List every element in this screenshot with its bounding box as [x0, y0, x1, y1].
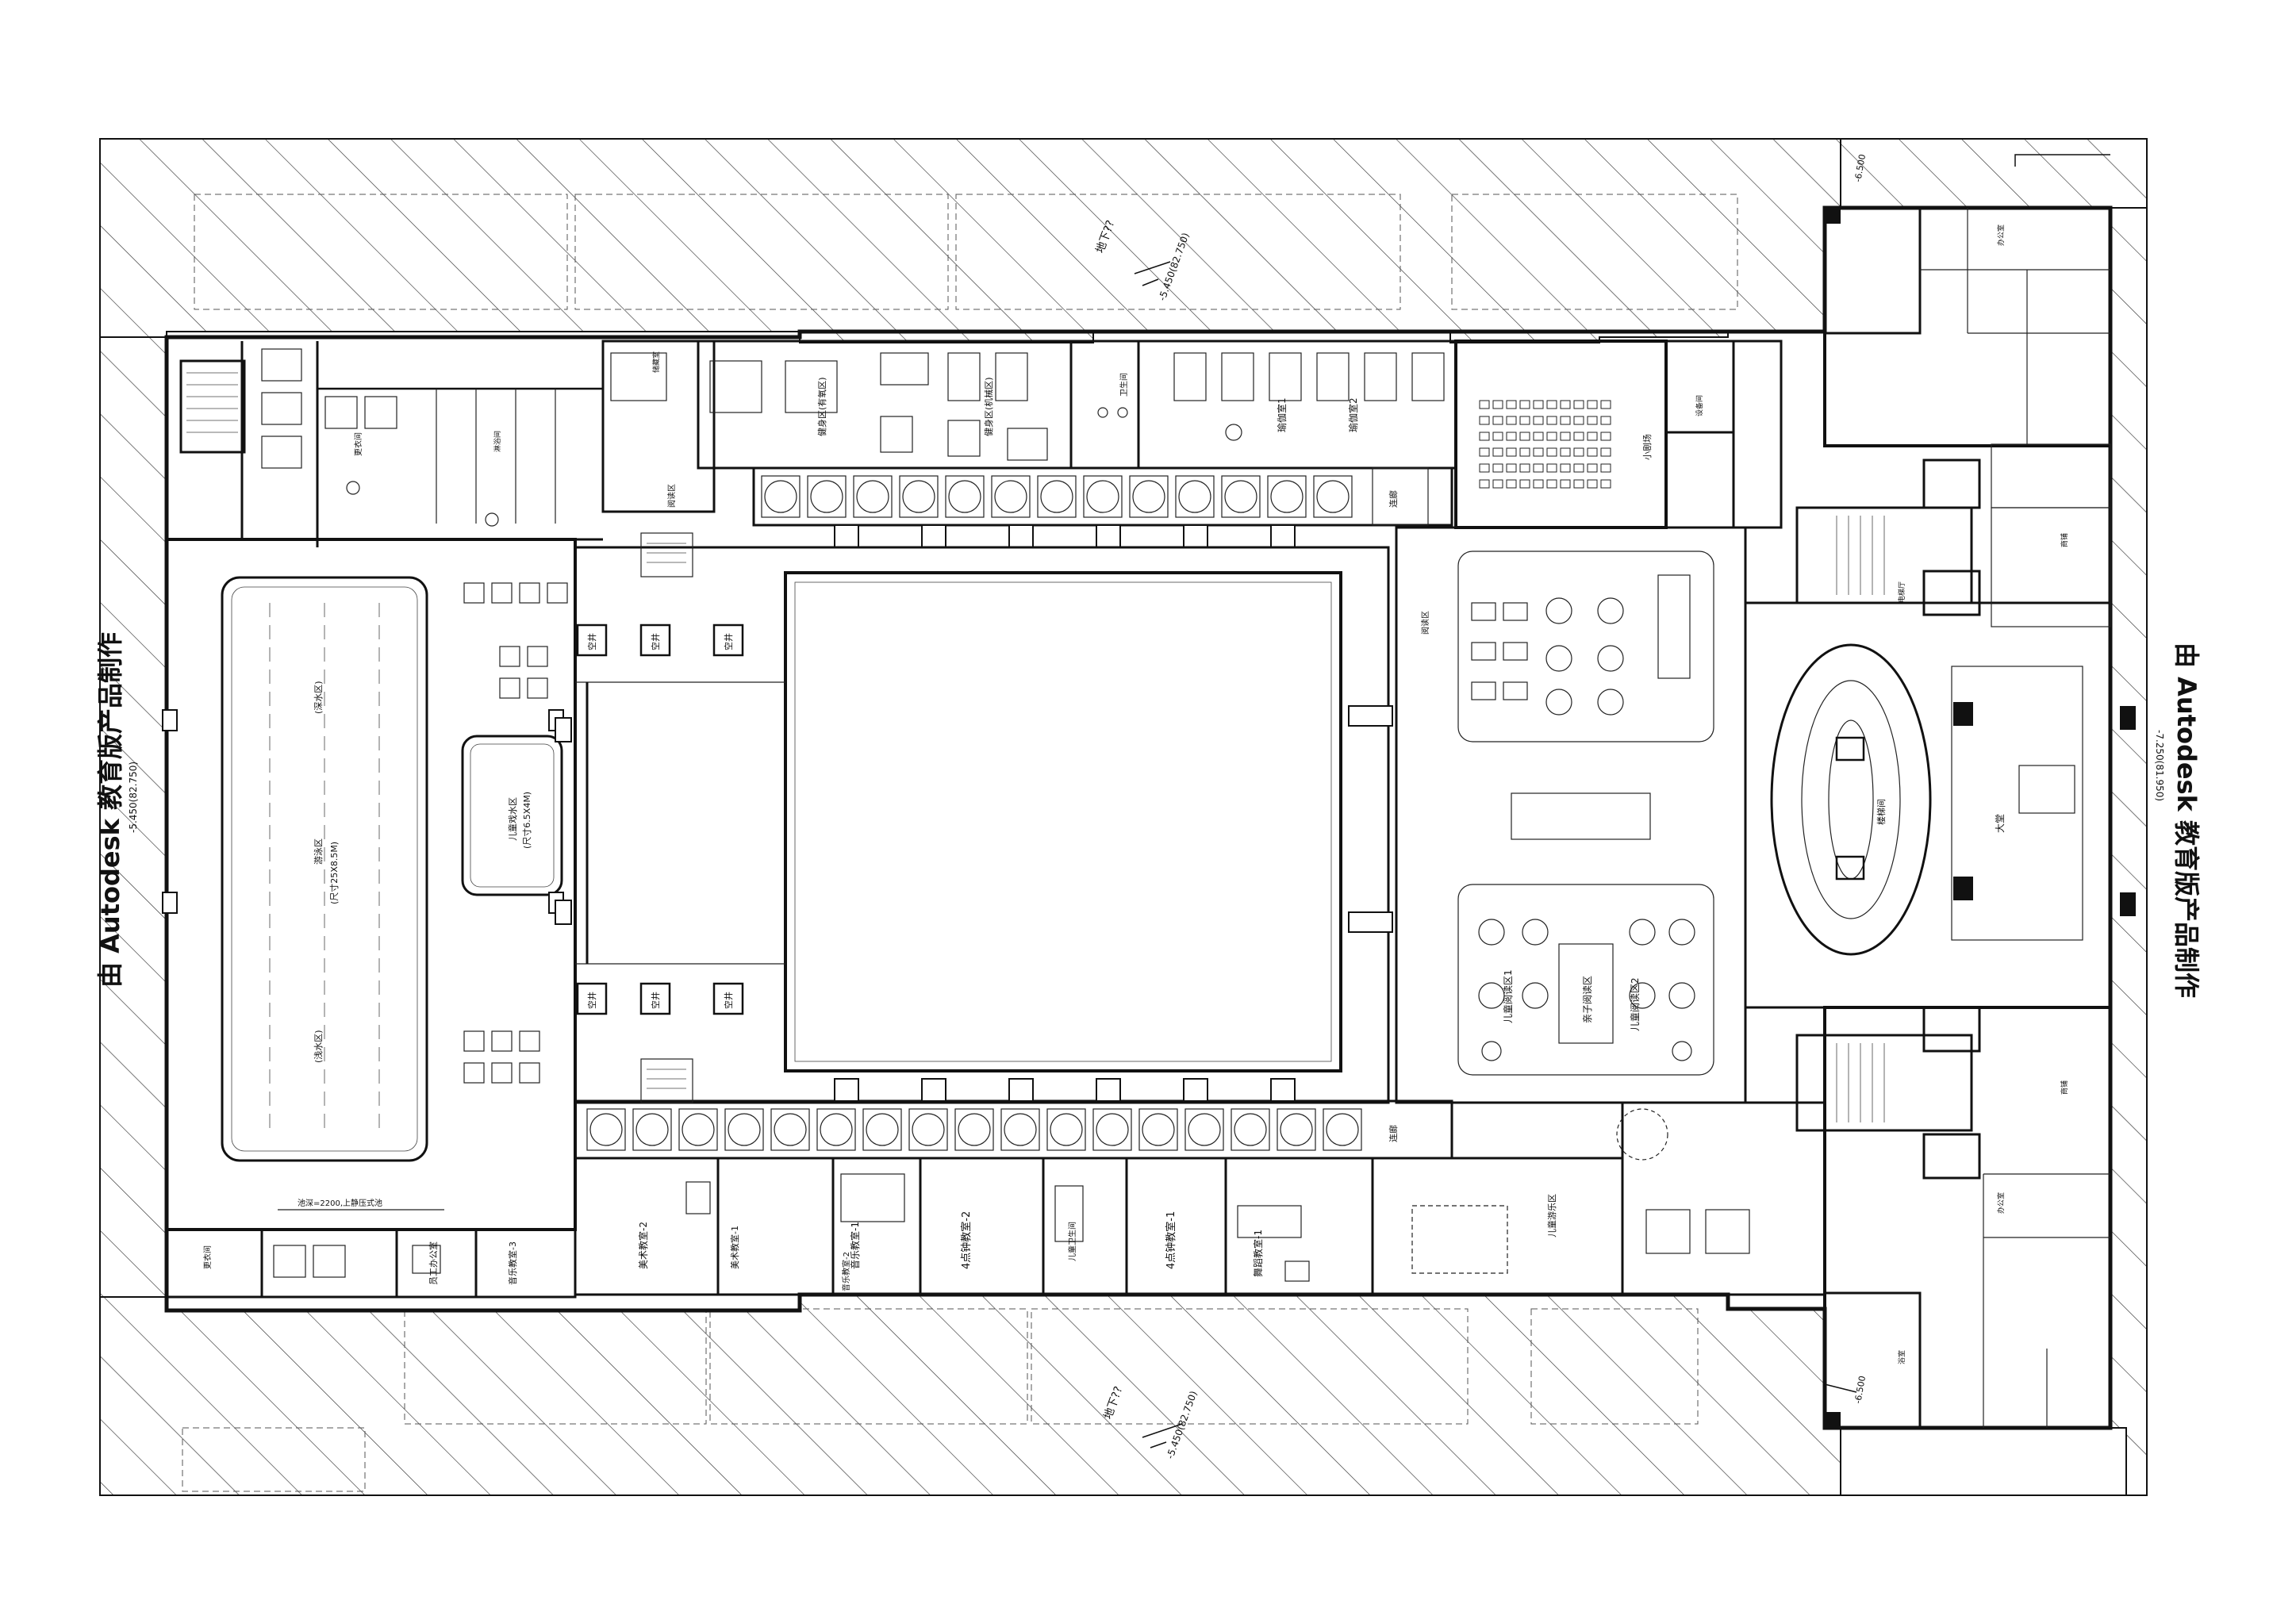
label-locker-sw: 更衣间 — [202, 1245, 213, 1269]
north-corridor — [752, 466, 1453, 548]
north-rooms — [167, 340, 1783, 547]
label-family-reading: 亲子阅读区 — [1582, 976, 1593, 1023]
elev-label-right: -7.250(81.950) — [2154, 730, 2165, 801]
label-pool-depth: 池深=2200,上静压式池 — [298, 1198, 382, 1208]
label-fitness-1: 健身区(有氧区) — [816, 377, 827, 436]
label-shop-ne: 商铺 — [2060, 533, 2069, 547]
elev-label-corner-north: -6.500 — [1853, 153, 1868, 182]
label-shop-se: 商铺 — [2060, 1080, 2069, 1095]
label-office-se: 办公室 — [1996, 1192, 2006, 1214]
label-wc-north: 卫生间 — [1119, 373, 1129, 397]
label-yoga-1: 瑜伽室1 — [1276, 397, 1288, 432]
label-reading-north: 阅读区 — [1420, 611, 1430, 635]
label-kids-wc: 儿童卫生间 — [1067, 1222, 1077, 1261]
label-storage: 储藏室 — [651, 351, 661, 373]
south-corridor — [574, 1078, 1453, 1160]
label-cinema: 小剧场 — [1641, 434, 1653, 460]
label-music-1: 音乐教室-1 — [849, 1222, 861, 1269]
south-classrooms — [574, 1101, 1826, 1296]
label-equipment: 设备间 — [1695, 395, 1704, 416]
reading-tables-north — [1471, 597, 1624, 716]
reading-tables-south — [1478, 919, 1695, 1061]
label-art-2: 美术教室-2 — [637, 1222, 649, 1269]
corridor-bays-north — [761, 475, 1353, 518]
label-walkway-south: 连廊 — [1388, 1125, 1399, 1142]
label-void-2: 空井 — [650, 633, 661, 650]
cinema-seating — [1479, 400, 1611, 489]
pool-hall — [162, 538, 577, 1231]
elev-label-left: -5.450(82.750) — [128, 762, 139, 833]
east-wing-south — [1795, 1006, 2112, 1429]
label-kids-play: 儿童游乐区 — [1546, 1194, 1557, 1237]
label-lobby: 大堂 — [1995, 814, 2006, 833]
label-locker: 更衣间 — [353, 432, 363, 456]
lobby-area — [1744, 601, 2136, 1009]
central-courtyard — [555, 532, 1398, 1104]
label-void-5: 空井 — [650, 992, 661, 1009]
level-markers — [1134, 154, 2110, 1448]
watermark-left: 由 Autodesk 教育版产品制作 — [95, 632, 125, 988]
label-sing-2: 4点钟教室-2 — [960, 1211, 973, 1269]
label-music-2: 音乐教室-2 — [841, 1252, 851, 1291]
label-walkway-north: 连廊 — [1388, 490, 1399, 508]
elev-label-corner-south: -6.500 — [1853, 1375, 1868, 1404]
labels: 由 Autodesk 教育版产品制作 由 Autodesk 教育版产品制作 地下… — [95, 153, 2202, 1460]
label-music-3: 音乐教室-3 — [507, 1241, 518, 1285]
label-kids-reading-1: 儿童阅读区1 — [1502, 969, 1514, 1023]
label-reading: 阅读区 — [666, 484, 677, 508]
watermark-right: 由 Autodesk 教育版产品制作 — [2171, 643, 2202, 998]
label-stair: 楼梯间 — [1876, 799, 1887, 825]
label-pool-kids-dim: (尺寸6.5X4M) — [521, 792, 532, 849]
label-office-ne: 办公室 — [1996, 224, 2006, 246]
label-bath: 浴室 — [1897, 1350, 1906, 1364]
label-yoga-2: 瑜伽室2 — [1347, 397, 1359, 432]
light-wells — [576, 623, 744, 1015]
label-void-4: 空井 — [586, 992, 597, 1009]
label-fitness-2: 健身区(机械区) — [983, 377, 994, 436]
parking-stalls-north — [194, 194, 1738, 310]
hatched-soil-zones — [99, 138, 2148, 1496]
label-pool-main-dim: (尺寸25X8.5M) — [328, 842, 340, 904]
label-void-6: 空井 — [723, 992, 734, 1009]
label-pool-lane-top: (深水区) — [313, 681, 324, 714]
parking-stalls-south — [182, 1308, 1699, 1492]
label-pool-main: 游泳区 — [313, 838, 324, 865]
label-kids-reading-2: 儿童阅读区2 — [1629, 977, 1641, 1031]
east-wing-north — [1795, 206, 2112, 627]
label-void-3: 空井 — [723, 633, 734, 650]
label-pool-lane-bottom: (浅水区) — [313, 1030, 324, 1063]
label-pool-kids: 儿童戏水区 — [507, 797, 518, 841]
label-art-1: 美术教室-1 — [729, 1226, 740, 1269]
east-atrium — [1395, 526, 1747, 1104]
label-dance-1: 舞蹈教室-1 — [1252, 1230, 1264, 1277]
label-shower: 淋浴间 — [493, 431, 502, 452]
label-sing-1: 4点钟教室-1 — [1165, 1211, 1177, 1269]
label-lift-hall: 电梯厅 — [1897, 581, 1906, 603]
label-void-1: 空井 — [586, 633, 597, 650]
label-staff-office: 员工办公室 — [428, 1241, 439, 1285]
